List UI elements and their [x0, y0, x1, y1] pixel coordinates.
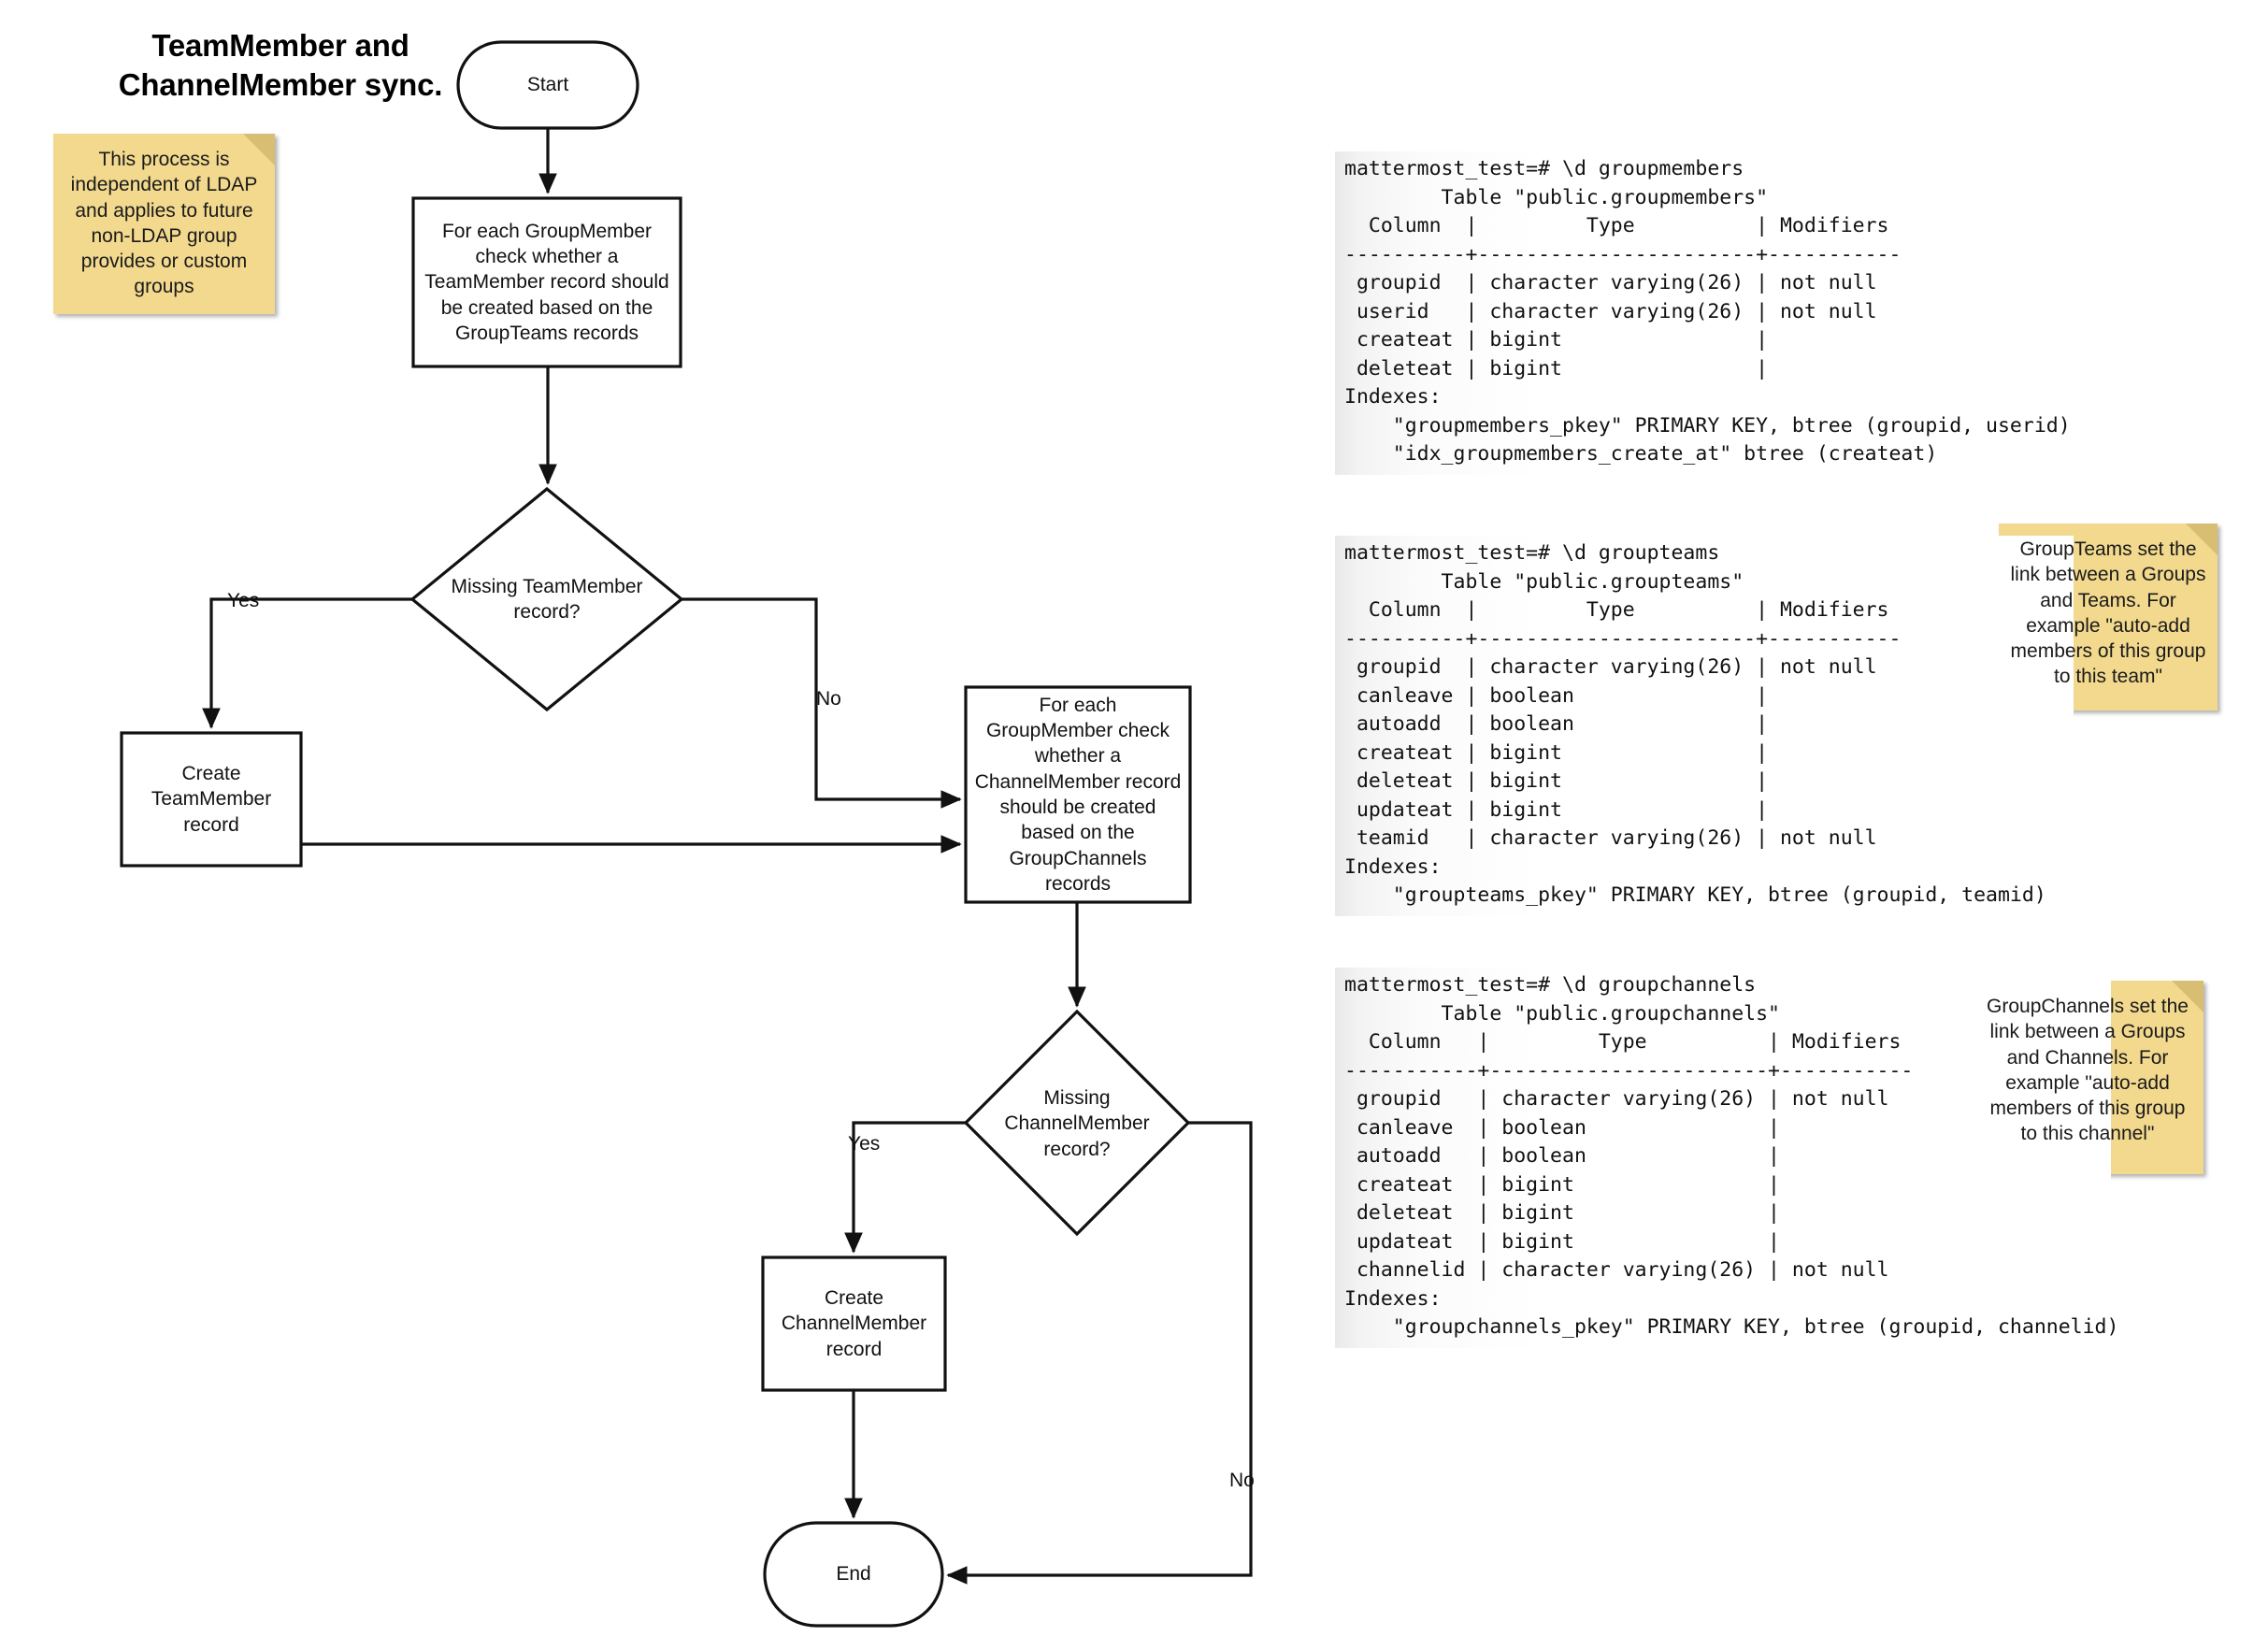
node-start-label: Start — [526, 74, 569, 96]
node-missing-teammember-label: Missing TeamMember record? — [451, 575, 643, 623]
edge-decision2-no — [946, 1121, 1253, 1585]
node-missing-channelmember-label: Missing ChannelMember record? — [1004, 1087, 1150, 1160]
note-ldap: This process is independent of LDAP and … — [53, 134, 275, 314]
edge-label-decision1-yes: Yes — [227, 590, 260, 611]
node-create-channelmember-label: Create ChannelMember record — [781, 1287, 927, 1360]
note-ldap-text: This process is independent of LDAP and … — [70, 149, 258, 298]
terminal-groupmembers: mattermost_test=# \d groupmembers Table … — [1335, 151, 2074, 475]
edge-label-decision1-no: No — [816, 688, 841, 710]
note-groupteams: GroupTeams set the link between a Groups… — [1999, 524, 2218, 710]
note-fold-corner-icon — [243, 134, 275, 165]
node-for-each-groupmember-team-label: For each GroupMember check whether a Tea… — [424, 220, 669, 344]
note-groupteams-text: GroupTeams set the link between a Groups… — [2010, 538, 2206, 688]
terminal-groupchannels: mattermost_test=# \d groupchannels Table… — [1335, 968, 2118, 1348]
node-end-label: End — [836, 1563, 871, 1586]
page-title-line-1: TeamMember and — [151, 28, 409, 63]
node-create-teammember-label: Create TeamMember record — [151, 763, 272, 836]
edge-label-decision2-no: No — [1229, 1470, 1255, 1491]
edge-label-decision2-yes: Yes — [848, 1133, 881, 1155]
edge-decision1-yes — [202, 597, 412, 729]
terminal-groupteams: mattermost_test=# \d groupteams Table "p… — [1335, 536, 2074, 916]
note-groupchannels-text: GroupChannels set the link between a Gro… — [1987, 996, 2189, 1145]
page-title: TeamMember and ChannelMember sync. — [84, 26, 477, 104]
page-title-line-2: ChannelMember sync. — [118, 66, 443, 102]
node-for-each-groupmember-channel-label: For each GroupMember check whether a Cha… — [974, 694, 1182, 895]
